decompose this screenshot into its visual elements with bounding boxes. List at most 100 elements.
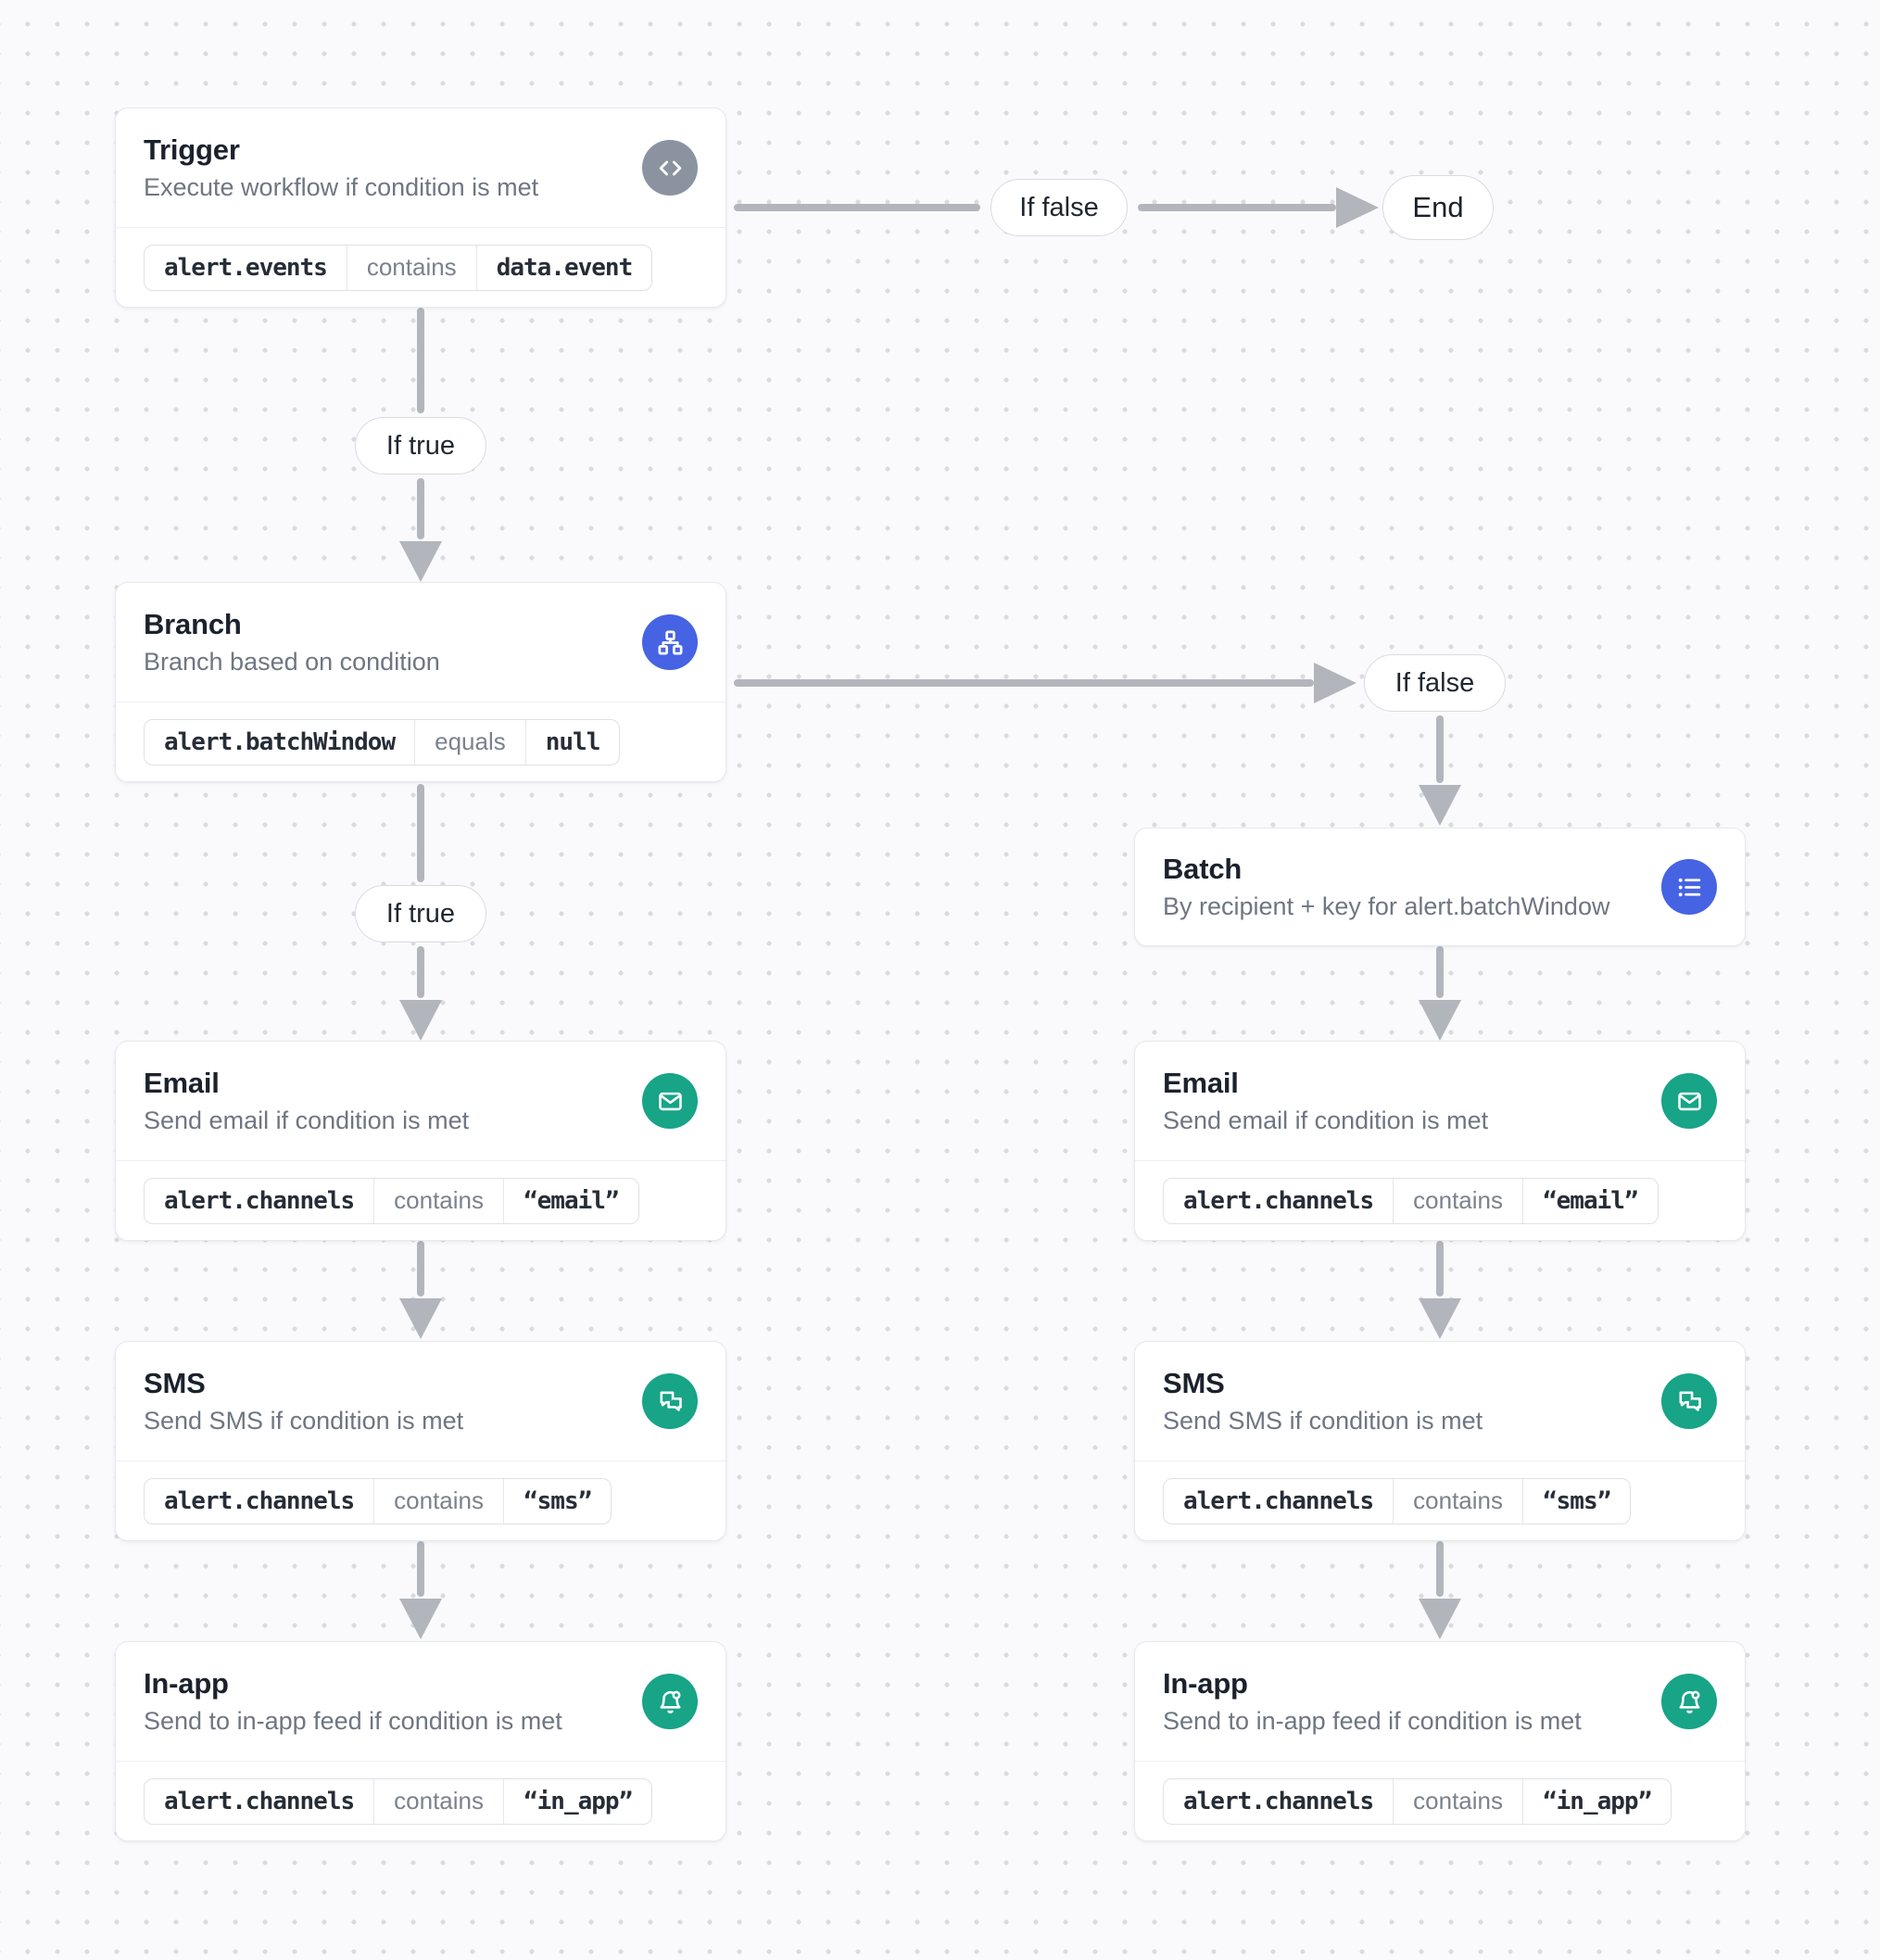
node-title: Branch bbox=[144, 608, 242, 640]
condition-chip-group: alert.channels contains “email” bbox=[1163, 1177, 1659, 1224]
node-subtitle: Send email if condition is met bbox=[1163, 1106, 1489, 1134]
branch-node[interactable]: Branch Branch based on condition alert.b… bbox=[115, 582, 726, 782]
condition-chip-group: alert.channels contains “sms” bbox=[144, 1477, 612, 1524]
edge-batch-to-email bbox=[1436, 946, 1444, 998]
node-subtitle: Branch based on condition bbox=[144, 648, 440, 676]
sms-node-text: SMS Send SMS if condition is met bbox=[144, 1366, 463, 1436]
arrowhead-to-email-right bbox=[1419, 1000, 1461, 1041]
condition-value-chip: “email” bbox=[1522, 1178, 1658, 1223]
mail-icon bbox=[642, 1073, 698, 1129]
condition-operator-chip: contains bbox=[373, 1778, 503, 1824]
node-subtitle: Send to in-app feed if condition is met bbox=[1163, 1707, 1582, 1735]
node-title: Batch bbox=[1163, 853, 1243, 885]
condition-operator-chip: contains bbox=[373, 1178, 503, 1223]
node-subtitle: Send email if condition is met bbox=[144, 1106, 470, 1134]
edge-branch-to-iffalse bbox=[734, 679, 1314, 687]
condition-operator-chip: contains bbox=[1393, 1778, 1522, 1824]
arrowhead-to-iffalse bbox=[1314, 663, 1356, 703]
email-node-left[interactable]: Email Send email if condition is met ale… bbox=[115, 1041, 726, 1241]
batch-node[interactable]: Batch By recipient + key for alert.batch… bbox=[1134, 828, 1746, 946]
node-subtitle: Send SMS if condition is met bbox=[144, 1407, 464, 1435]
condition-operator-chip: contains bbox=[1393, 1178, 1522, 1223]
condition-field-chip: alert.batchWindow bbox=[164, 727, 396, 756]
end-node[interactable]: End bbox=[1382, 175, 1494, 240]
condition-chip-group: alert.channels contains “in_app” bbox=[1163, 1777, 1672, 1825]
condition-field-chip: alert.channels bbox=[164, 1486, 355, 1515]
edge-label-if-false-trigger: If false bbox=[990, 179, 1128, 236]
edge-label-if-false-branch: If false bbox=[1364, 654, 1506, 712]
condition-value-chip: “email” bbox=[503, 1178, 638, 1223]
condition-field-chip: alert.channels bbox=[1183, 1186, 1374, 1215]
inapp-node-text: In-app Send to in-app feed if condition … bbox=[1163, 1666, 1582, 1737]
mail-icon bbox=[1661, 1073, 1717, 1129]
condition-chip-group: alert.batchWindow equals null bbox=[144, 718, 621, 765]
condition-chip-group: alert.channels contains “email” bbox=[144, 1177, 639, 1224]
node-subtitle: Execute workflow if condition is met bbox=[144, 173, 539, 201]
code-icon bbox=[642, 140, 698, 196]
condition-chip-group: alert.channels contains “sms” bbox=[1163, 1477, 1632, 1524]
inapp-node-text: In-app Send to in-app feed if condition … bbox=[144, 1666, 562, 1737]
condition-chip-group: alert.events contains data.event bbox=[144, 244, 653, 291]
inapp-node-right[interactable]: In-app Send to in-app feed if condition … bbox=[1134, 1641, 1746, 1841]
node-subtitle: Send to in-app feed if condition is met bbox=[144, 1707, 562, 1735]
bell-icon bbox=[642, 1674, 698, 1729]
condition-field-chip: alert.channels bbox=[1183, 1787, 1374, 1815]
condition-value-chip: “in_app” bbox=[1522, 1778, 1671, 1824]
node-title: SMS bbox=[144, 1367, 206, 1399]
edge-label-if-true-trigger: If true bbox=[355, 417, 486, 474]
node-title: Email bbox=[1163, 1067, 1239, 1099]
edge-trigger-to-iftrue bbox=[417, 308, 424, 413]
condition-value-chip: null bbox=[524, 719, 620, 765]
condition-field-chip: alert.channels bbox=[1183, 1486, 1374, 1515]
email-node-text: Email Send email if condition is met bbox=[1163, 1066, 1488, 1136]
condition-field-chip: alert.channels bbox=[164, 1787, 355, 1815]
edge-iftrue-to-branch bbox=[417, 478, 424, 539]
condition-operator-chip: equals bbox=[414, 719, 525, 765]
condition-operator-chip: contains bbox=[346, 245, 476, 290]
trigger-node[interactable]: Trigger Execute workflow if condition is… bbox=[115, 107, 726, 308]
condition-value-chip: “sms” bbox=[503, 1478, 611, 1524]
edge-iffalse-to-end bbox=[1138, 204, 1336, 211]
edge-iffalse-to-batch bbox=[1436, 715, 1444, 783]
list-icon bbox=[1661, 859, 1717, 915]
batch-node-text: Batch By recipient + key for alert.batch… bbox=[1163, 852, 1609, 922]
condition-value-chip: data.event bbox=[475, 245, 652, 290]
arrowhead-to-branch bbox=[399, 541, 442, 582]
condition-operator-chip: contains bbox=[1393, 1478, 1522, 1524]
condition-chip-group: alert.channels contains “in_app” bbox=[144, 1777, 653, 1825]
arrowhead-to-email-left bbox=[399, 1000, 442, 1041]
node-title: In-app bbox=[1163, 1667, 1248, 1700]
edge-email-to-sms-right bbox=[1436, 1241, 1444, 1296]
chat-icon bbox=[642, 1373, 698, 1429]
bell-icon bbox=[1661, 1674, 1717, 1729]
node-subtitle: Send SMS if condition is met bbox=[1163, 1407, 1483, 1435]
email-node-text: Email Send email if condition is met bbox=[144, 1066, 469, 1136]
arrowhead-to-batch bbox=[1419, 785, 1461, 826]
edge-sms-to-inapp-left bbox=[417, 1541, 424, 1597]
email-node-right[interactable]: Email Send email if condition is met ale… bbox=[1134, 1041, 1746, 1241]
edge-sms-to-inapp-right bbox=[1436, 1541, 1444, 1597]
edge-trigger-to-iffalse bbox=[734, 204, 980, 211]
arrowhead-to-inapp-left bbox=[399, 1599, 442, 1639]
inapp-node-left[interactable]: In-app Send to in-app feed if condition … bbox=[115, 1641, 726, 1841]
node-title: In-app bbox=[144, 1667, 229, 1700]
edge-label-if-true-branch: If true bbox=[355, 885, 486, 942]
arrowhead-to-end bbox=[1336, 187, 1379, 228]
node-title: Email bbox=[144, 1067, 220, 1099]
condition-operator-chip: contains bbox=[373, 1478, 503, 1524]
node-title: Trigger bbox=[144, 133, 240, 166]
sms-node-left[interactable]: SMS Send SMS if condition is met alert.c… bbox=[115, 1341, 726, 1541]
sitemap-icon bbox=[642, 614, 698, 670]
sms-node-right[interactable]: SMS Send SMS if condition is met alert.c… bbox=[1134, 1341, 1746, 1541]
sms-node-text: SMS Send SMS if condition is met bbox=[1163, 1366, 1483, 1436]
condition-value-chip: “sms” bbox=[1522, 1478, 1630, 1524]
arrowhead-to-inapp-right bbox=[1419, 1599, 1461, 1639]
edge-email-to-sms-left bbox=[417, 1241, 424, 1296]
condition-field-chip: alert.events bbox=[164, 253, 328, 282]
branch-node-text: Branch Branch based on condition bbox=[144, 607, 440, 677]
arrowhead-to-sms-left bbox=[399, 1298, 442, 1339]
edge-iftrue-to-email bbox=[417, 946, 424, 998]
condition-field-chip: alert.channels bbox=[164, 1186, 355, 1215]
arrowhead-to-sms-right bbox=[1419, 1298, 1461, 1339]
